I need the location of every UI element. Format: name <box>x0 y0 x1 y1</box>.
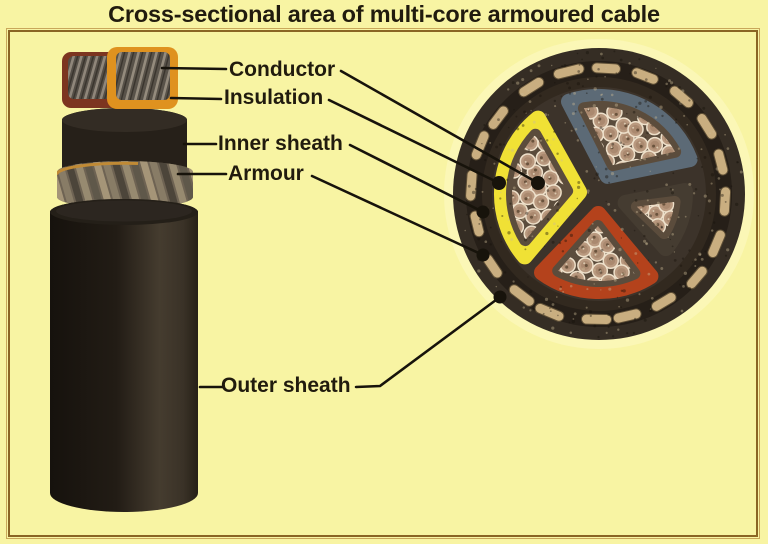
leader-insulation-right <box>327 98 501 185</box>
diagram-frame <box>6 28 760 539</box>
label-insulation: Insulation <box>224 86 324 109</box>
xs-armour-dash <box>631 67 659 85</box>
xs-armour-dash <box>612 308 642 324</box>
xs-armour-dash <box>669 85 694 109</box>
label-conductor: Conductor <box>229 58 336 81</box>
xs-armour-dash <box>650 291 677 312</box>
xs-armour-dash <box>696 113 718 140</box>
dot-armour <box>476 248 490 262</box>
xs-armour-dash <box>487 105 509 130</box>
label-outer-sheath: Outer sheath <box>221 374 351 397</box>
dot-conductor <box>531 176 545 190</box>
xs-armour-dash <box>518 76 545 98</box>
page-title: Cross-sectional area of multi-core armou… <box>108 1 660 27</box>
xs-armour-dash <box>534 302 565 322</box>
leader-armour-right <box>310 174 485 257</box>
xs-armour-dash <box>580 313 613 325</box>
xs-armour-dash <box>686 265 708 290</box>
xs-armour-dash <box>718 186 732 217</box>
dot-inner-sheath <box>476 205 490 219</box>
xs-armour-dash <box>713 148 729 176</box>
side-outer-sheath <box>50 199 198 512</box>
xs-armour-dash <box>470 130 490 161</box>
xs-armour-dash <box>465 169 478 202</box>
leader-inner-sheath-right <box>348 143 485 214</box>
xs-armour-dash <box>508 284 535 307</box>
label-inner-sheath: Inner sheath <box>218 132 343 155</box>
leader-insulation-left <box>169 96 223 101</box>
xs-armour-dash <box>591 62 621 75</box>
leader-outer-sheath-right <box>354 295 502 389</box>
leader-conductor-left <box>160 66 228 71</box>
xs-armour-dash <box>707 229 726 259</box>
cable-side-view <box>50 47 198 512</box>
dot-outer-sheath <box>493 290 507 304</box>
dot-insulation <box>492 176 506 190</box>
leader-conductor-right <box>339 69 540 185</box>
xs-armour-dash <box>552 63 585 80</box>
leader-lines <box>160 66 545 389</box>
cable-cross-section <box>444 39 754 349</box>
label-armour: Armour <box>228 162 304 185</box>
